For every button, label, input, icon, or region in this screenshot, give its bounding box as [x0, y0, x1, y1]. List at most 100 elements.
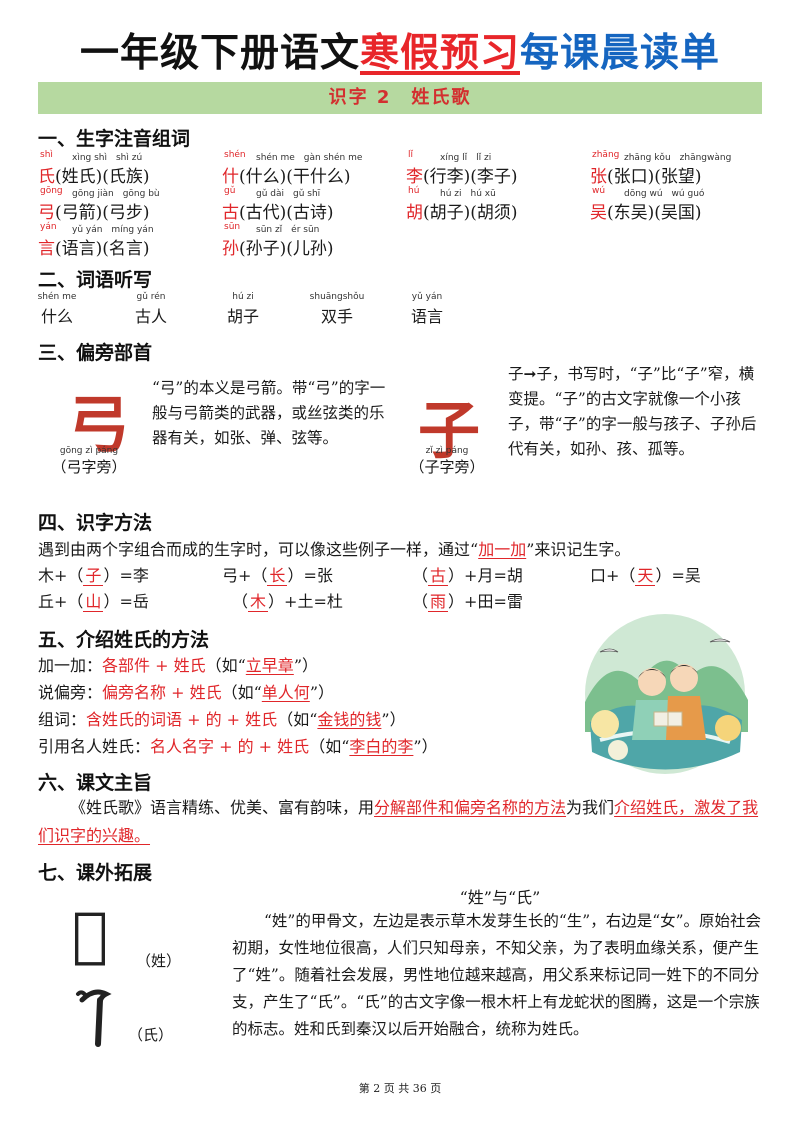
char-word-list: (胡子)(胡须) — [423, 203, 518, 223]
method-example: 李白的李 — [349, 737, 414, 756]
oracle-xing-label: （姓） — [136, 952, 182, 970]
dictation-hanzi: 双手 — [320, 307, 353, 326]
method-label: 说偏旁： — [38, 683, 103, 702]
char-words: 什(什么)(干什么) — [222, 162, 351, 187]
section-heading-4: 四、识字方法 — [38, 512, 153, 534]
word-pinyin: shén me gàn shén me — [256, 153, 363, 163]
dictation-pinyin: shén me — [37, 292, 77, 302]
equation-suffix: ）+月=胡 — [448, 566, 523, 585]
char-words: 古(古代)(古诗) — [222, 198, 334, 223]
char-words: 言(语言)(名言) — [38, 234, 150, 259]
char-glyph: 张 — [590, 167, 607, 187]
oracle-xing-glyph: 𠇻 — [72, 900, 109, 970]
char-pinyin: shén — [224, 150, 246, 160]
word-pinyin: xíng lǐ lǐ zi — [440, 153, 492, 163]
char-glyph: 言 — [38, 239, 55, 259]
page-title: 一年级下册语文寒假预习每课晨读单 — [79, 31, 721, 76]
char-glyph: 李 — [406, 167, 423, 187]
radical-zi-label: zǐ zì páng （子字旁） — [409, 446, 485, 476]
word-pinyin: xìng shì shì zú — [72, 153, 143, 163]
section-heading-6: 六、课文主旨 — [38, 772, 153, 794]
method-formula: 含姓氏的词语 + 的 + 姓氏 — [86, 710, 278, 729]
method-example-close: ”） — [293, 656, 318, 675]
char-word-list: (什么)(干什么) — [239, 167, 351, 187]
equation-answer: 山 — [83, 592, 104, 612]
method-equation: 丘+（山）=岳 — [38, 588, 149, 612]
char-pinyin: hú — [408, 186, 420, 196]
char-glyph: 胡 — [406, 203, 423, 223]
equation-prefix: 口+（ — [590, 566, 636, 585]
equation-suffix: ）+土=杜 — [268, 592, 343, 611]
section-heading-1: 一、生字注音组词 — [38, 128, 191, 150]
dictation-hanzi: 语言 — [410, 307, 443, 326]
radical-zi-image: 子 — [418, 394, 481, 467]
char-pinyin: shì — [40, 150, 53, 160]
equation-suffix: ）=李 — [103, 566, 149, 585]
equation-answer: 长 — [267, 566, 288, 586]
char-words: 胡(胡子)(胡须) — [406, 198, 518, 223]
char-words: 李(行李)(李子) — [406, 162, 518, 187]
char-pinyin: gǔ — [224, 186, 236, 196]
char-words: 氏(姓氏)(氏族) — [38, 162, 150, 187]
equation-suffix: ）=岳 — [103, 592, 149, 611]
method-equation: （古）+月=胡 — [412, 562, 523, 586]
dictation-word: gǔ rén 古人 — [116, 292, 186, 327]
method-example-close: ”） — [309, 683, 334, 702]
char-word-list: (孙子)(儿孙) — [239, 239, 334, 259]
char-words: 孙(孙子)(儿孙) — [222, 234, 334, 259]
equation-prefix: （ — [232, 592, 249, 611]
char-glyph: 古 — [222, 203, 239, 223]
equation-prefix: （ — [412, 566, 429, 585]
char-pinyin: gōng — [40, 186, 63, 196]
theme-paragraph: 《姓氏歌》语言精练、优美、富有韵味，用分解部件和偏旁名称的方法为我们介绍姓氏，激… — [38, 798, 759, 845]
word-pinyin: sūn zǐ ér sūn — [256, 225, 320, 235]
method-equation: （雨）+田=雷 — [412, 588, 523, 612]
char-word-list: (张口)(张望) — [607, 167, 702, 187]
char-glyph: 吴 — [590, 203, 607, 223]
method-example-open: （如“ — [309, 737, 350, 756]
dictation-word: shuāngshǒu 双手 — [302, 292, 372, 327]
extension-paragraph: “姓”的甲骨文，左边是表示草木发芽生长的“生”，右边是“女”。原始社会初期，女性… — [232, 912, 762, 1038]
word-pinyin: gōng jiàn gōng bù — [72, 189, 160, 199]
method-equation: 口+（天）=吴 — [590, 562, 701, 586]
dictation-hanzi: 古人 — [134, 307, 167, 326]
equation-answer: 木 — [248, 592, 269, 612]
intro-method-line: 组词：含姓氏的词语 + 的 + 姓氏（如“金钱的钱”） — [38, 706, 406, 730]
char-glyph: 氏 — [38, 167, 55, 187]
word-pinyin: hú zi hú xū — [440, 189, 496, 199]
equation-prefix: 丘+（ — [38, 592, 84, 611]
dictation-pinyin: shuāngshǒu — [309, 292, 365, 302]
method-example-open: （如“ — [277, 710, 318, 729]
method-formula: 偏旁名称 + 姓氏 — [102, 683, 222, 702]
char-word-list: (姓氏)(氏族) — [55, 167, 150, 187]
word-pinyin: zhāng kǒu zhāngwàng — [624, 153, 732, 163]
oracle-shi-label: （氏） — [128, 1026, 174, 1044]
char-pinyin: zhāng — [592, 150, 620, 160]
dictation-pinyin: hú zi — [232, 292, 254, 302]
char-word-list: (弓箭)(弓步) — [55, 203, 150, 223]
dictation-pinyin: gǔ rén — [136, 292, 166, 302]
equation-prefix: 木+（ — [38, 566, 84, 585]
intro-method-line: 加一加：各部件 + 姓氏（如“立早章”） — [38, 652, 318, 676]
oracle-shi-glyph — [76, 989, 112, 1047]
method-equation: （木）+土=杜 — [232, 588, 343, 612]
equation-answer: 天 — [635, 566, 656, 586]
equation-prefix: 弓+（ — [222, 566, 268, 585]
method-example-close: ”） — [413, 737, 438, 756]
method-equation: 木+（子）=李 — [38, 562, 149, 586]
equation-answer: 雨 — [428, 592, 449, 612]
method-example-close: ”） — [381, 710, 406, 729]
intro-method-line: 引用名人姓氏：名人名字 + 的 + 姓氏（如“李白的李”） — [38, 733, 438, 757]
char-pinyin: yán — [40, 222, 57, 232]
method-equation: 弓+（长）=张 — [222, 562, 333, 586]
section-heading-3: 三、偏旁部首 — [38, 342, 153, 364]
char-words: 弓(弓箭)(弓步) — [38, 198, 150, 223]
method-example: 金钱的钱 — [317, 710, 382, 729]
radical-gong-label: gōng zì páng （弓字旁） — [51, 446, 127, 476]
equation-suffix: ）=吴 — [655, 566, 701, 585]
